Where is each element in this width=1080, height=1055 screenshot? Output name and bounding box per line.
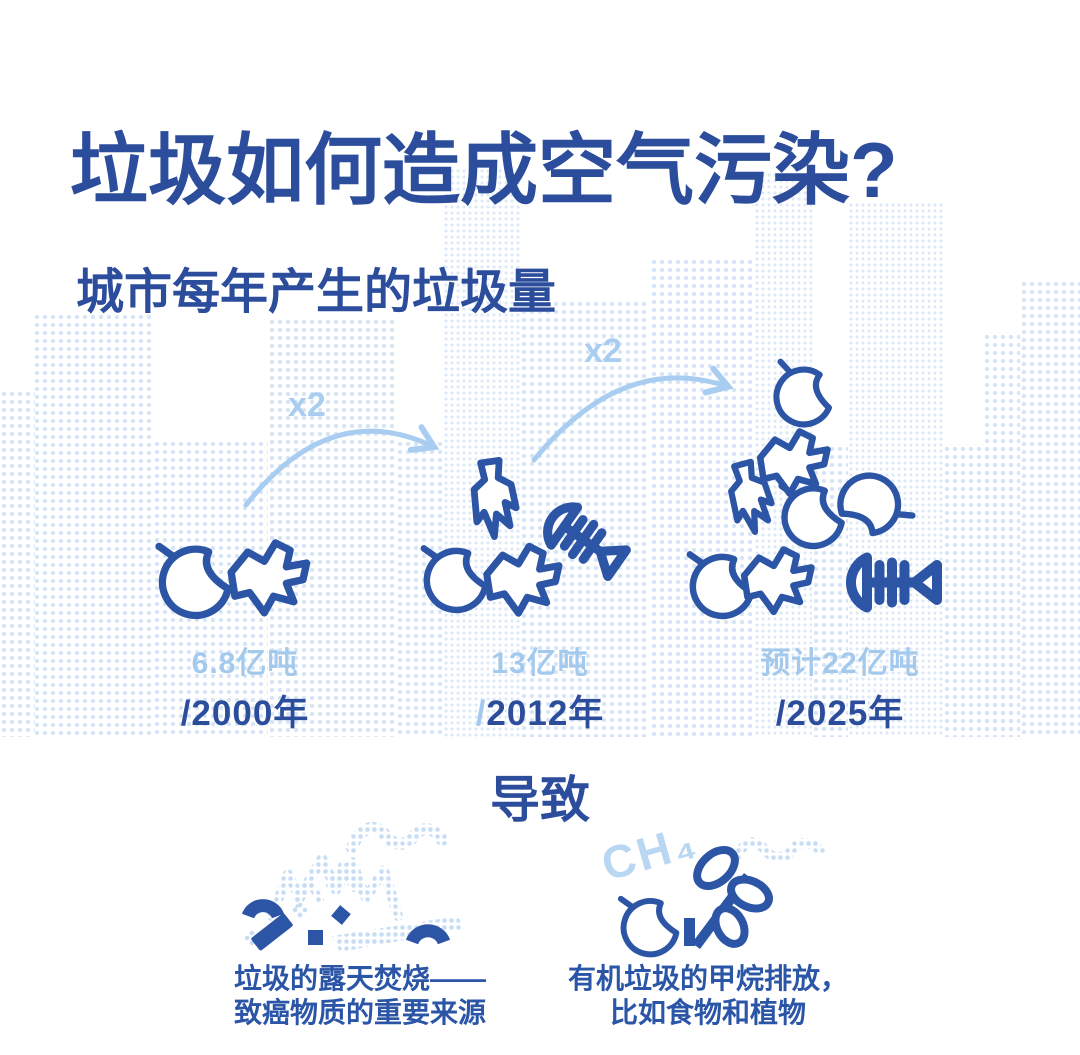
skyline-building — [33, 313, 153, 737]
trash-pile-2025 — [690, 362, 937, 616]
caption-line: 有机垃圾的甲烷排放， — [567, 963, 848, 994]
smoke-icon — [346, 821, 448, 854]
flame-inner-icon — [292, 862, 358, 908]
sprout-icon — [684, 845, 773, 949]
debris-arc-icon — [405, 924, 451, 945]
apple-core-icon — [690, 554, 752, 616]
debris-box-icon — [308, 930, 323, 945]
apple-core-icon — [830, 464, 912, 546]
methane-wave-icon — [731, 837, 825, 863]
fish-bone-icon — [851, 558, 937, 608]
open-burning-illustration — [241, 821, 464, 952]
page-title: 垃圾如何造成空气污染? — [70, 126, 898, 215]
growth-arrow-1 — [243, 424, 440, 508]
apple-core-icon — [782, 486, 842, 546]
multiplier-label: x2 — [288, 386, 326, 424]
subtitle: 城市每年产生的垃圾量 — [76, 265, 557, 319]
growth-arrow-2 — [531, 365, 734, 463]
debris-arc-icon — [241, 899, 285, 919]
debris-shard-icon — [331, 905, 351, 925]
trash-pile-2000 — [159, 543, 307, 616]
crushed-bottle-icon — [760, 431, 827, 493]
caption-open-burning: 垃圾的露天焚烧—— 致癌物质的重要来源 — [180, 962, 540, 1030]
stage-amount: 6.8亿吨 — [191, 647, 299, 680]
caption-line: 比如食物和植物 — [609, 997, 806, 1029]
skyline-building — [443, 168, 520, 737]
stage-label-2025: 预计22亿吨 /2025年 — [685, 638, 995, 736]
flame-icon — [267, 853, 403, 921]
crushed-bottle-icon — [487, 546, 559, 613]
skyline-building — [268, 318, 396, 737]
skyline-building — [0, 390, 35, 737]
stage-amount: 13亿吨 — [491, 647, 589, 680]
caption-methane: 有机垃圾的甲烷排放， 比如食物和植物 — [528, 962, 888, 1030]
stage-label-2000: 6.8亿吨 /2000年 — [90, 638, 400, 736]
stage-year: /2025年 — [775, 694, 905, 733]
crushed-bottle-icon — [231, 543, 306, 613]
skyline-building — [848, 202, 943, 737]
consequence-heading: 导致 — [490, 772, 590, 828]
broken-bottle-icon — [469, 459, 520, 539]
apple-core-icon — [621, 899, 677, 955]
skyline-building — [1020, 280, 1080, 737]
debris-plank-icon — [251, 913, 293, 951]
caption-line: 垃圾的露天焚烧—— — [233, 963, 486, 994]
apple-core-icon — [424, 548, 486, 610]
caption-line: 致癌物质的重要来源 — [233, 997, 486, 1029]
apple-core-icon — [769, 362, 837, 430]
stage-label-2012: 13亿吨 /2012年 — [385, 638, 695, 736]
light-debris-icon — [288, 898, 312, 922]
crushed-bottle-icon — [744, 549, 811, 611]
stage-year: /2012年 — [475, 694, 605, 733]
methane-illustration — [621, 837, 825, 955]
stage-amount: 预计22亿吨 — [760, 647, 920, 680]
skyline-building — [983, 333, 1020, 737]
apple-core-icon — [159, 546, 228, 615]
stage-year: /2000年 — [180, 694, 310, 733]
trash-pile-2012 — [424, 459, 630, 613]
multiplier-label: x2 — [584, 332, 622, 370]
